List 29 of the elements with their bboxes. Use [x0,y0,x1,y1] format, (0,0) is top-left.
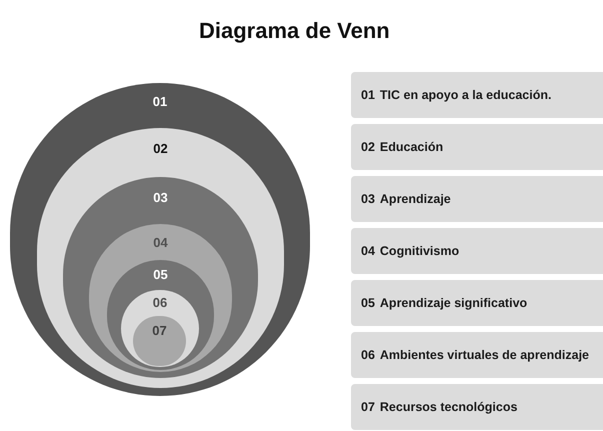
legend-box [351,124,603,170]
item-number: 06 [361,348,375,362]
legend-box [351,72,603,118]
item-label: Aprendizaje significativo [380,296,528,310]
item-label: Aprendizaje [380,192,451,206]
circle-number: 03 [153,191,168,204]
item-label: Cognitivismo [380,244,460,258]
item-label: Ambientes virtuales de aprendizaje [380,348,590,362]
circle-number: 04 [153,236,168,249]
item-number: 03 [361,192,375,206]
item-number: 04 [361,244,375,258]
item-number: 05 [361,296,375,310]
item-label: Educación [380,140,444,154]
legend-box [351,228,603,274]
circle-number: 02 [153,142,168,155]
legend-box [351,176,603,222]
circle-number: 01 [152,95,168,108]
item-number: 01 [361,88,375,102]
circle-number: 06 [152,296,168,309]
legend-box [351,280,603,326]
item-label: TIC en apoyo a la educación. [380,88,552,102]
circle-number: 07 [152,324,167,337]
legend-box [351,332,603,378]
legend-box [351,384,603,430]
item-label: Recursos tecnológicos [380,400,518,414]
item-number: 07 [361,400,375,414]
title: Diagrama de Venn [199,17,390,45]
item-number: 02 [361,140,375,154]
circle-number: 05 [153,268,168,281]
